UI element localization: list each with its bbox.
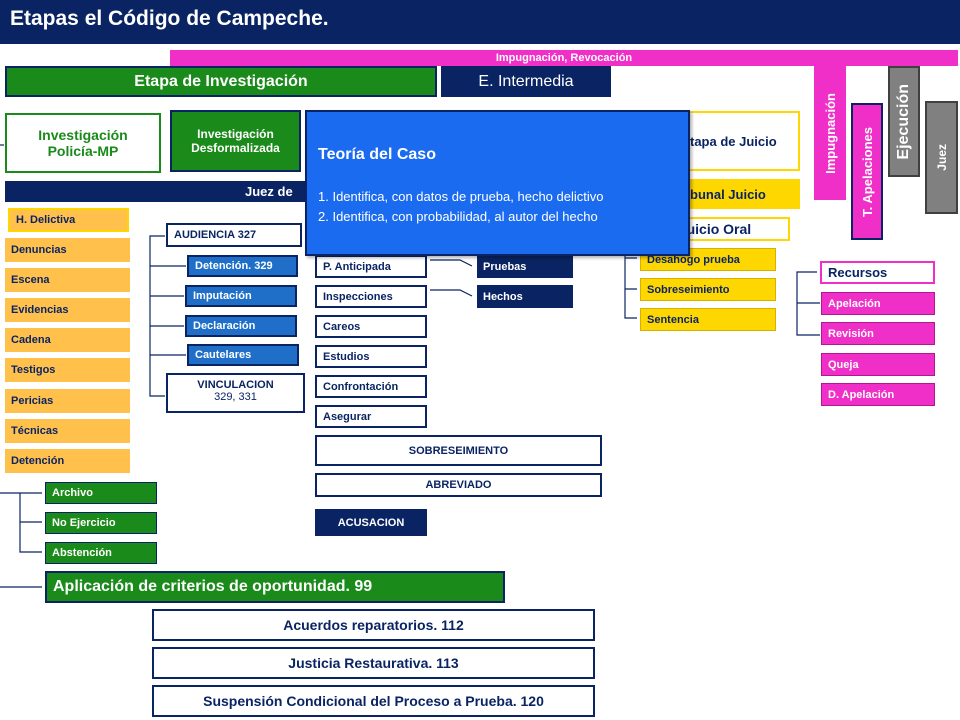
left-item-2[interactable]: Escena — [5, 268, 130, 292]
audiencia-item-cautelares[interactable]: Cautelares — [187, 344, 299, 366]
acuerdos-box[interactable]: Acuerdos reparatorios. 112 — [152, 609, 595, 641]
hechos-arrow — [430, 289, 473, 297]
justicia-box[interactable]: Justicia Restaurativa. 113 — [152, 647, 595, 679]
popup-item-1: 1. Identifica, con datos de prueba, hech… — [318, 189, 603, 204]
intermedia-item-estudios[interactable]: Estudios — [315, 345, 427, 368]
juicio-item-sentencia[interactable]: Sentencia — [640, 308, 776, 331]
juez-bar: Juez de — [5, 181, 325, 202]
stage-investigacion[interactable]: Etapa de Investigación — [5, 66, 437, 97]
investigacion-policia[interactable]: Investigación Policía-MP — [5, 113, 161, 173]
audiencia-item-declaracion[interactable]: Declaración — [185, 315, 297, 337]
archivo-item-archivo[interactable]: Archivo — [45, 482, 157, 504]
vinculacion-title: VINCULACION — [197, 379, 274, 391]
title-bar: Etapas el Código de Campeche. — [0, 0, 960, 44]
ejecucion-vertical-label: Ejecución — [895, 83, 912, 160]
popup-item-2-number: 2. — [318, 209, 329, 224]
stage-intermedia[interactable]: E. Intermedia — [441, 66, 611, 97]
vinculacion-sub: 329, 331 — [214, 391, 257, 403]
popup-item-1-text: Identifica, con datos de prueba, hecho d… — [332, 189, 604, 204]
archivo-item-no-ejercicio[interactable]: No Ejercicio — [45, 512, 157, 534]
archivo-item-abstencion[interactable]: Abstención — [45, 542, 157, 564]
juez-vertical-label: Juez — [934, 144, 949, 171]
recursos-header[interactable]: Recursos — [820, 261, 935, 284]
impugnacion-vertical-label: Impugnación — [822, 92, 838, 174]
popup-item-1-number: 1. — [318, 189, 329, 204]
stage-oral-label: Juicio Oral — [678, 221, 752, 237]
left-item-5[interactable]: Testigos — [5, 358, 130, 382]
popup-title: Teoría del Caso — [318, 146, 436, 163]
suspension-box[interactable]: Suspensión Condicional del Proceso a Pru… — [152, 685, 595, 717]
impugnacion-vertical[interactable]: Impugnación — [814, 66, 846, 200]
stage-tribunal-label: Tribunal Juicio — [674, 186, 766, 202]
sobreseimiento-box[interactable]: SOBRESEIMIENTO — [315, 435, 602, 466]
pruebas-arrow — [430, 259, 473, 267]
popup-item-2-text: Identifica, con probabilidad, al autor d… — [332, 209, 598, 224]
recursos-item-queja[interactable]: Queja — [821, 353, 935, 376]
audiencia-header[interactable]: AUDIENCIA 327 — [166, 223, 302, 247]
pruebas-box[interactable]: Pruebas — [477, 255, 573, 278]
left-item-4[interactable]: Cadena — [5, 328, 130, 352]
audiencia-item-imputacion[interactable]: Imputación — [185, 285, 297, 307]
oportunidad-box[interactable]: Aplicación de criterios de oportunidad. … — [45, 571, 505, 603]
intermedia-item-inspecciones[interactable]: Inspecciones — [315, 285, 427, 308]
vinculacion-box[interactable]: VINCULACION 329, 331 — [166, 373, 305, 413]
recursos-item-d-apelacion[interactable]: D. Apelación — [821, 383, 935, 406]
abreviado-box[interactable]: ABREVIADO — [315, 473, 602, 497]
left-item-0[interactable]: H. Delictiva — [8, 208, 129, 232]
left-item-8[interactable]: Detención — [5, 449, 130, 473]
acusacion-box[interactable]: ACUSACION — [315, 509, 427, 536]
page-title: Etapas el Código de Campeche. — [10, 7, 329, 30]
audiencia-bracket — [149, 235, 165, 397]
juez-bar-label: Juez de — [245, 184, 293, 199]
left-item-7[interactable]: Técnicas — [5, 419, 130, 443]
ejecucion-vertical[interactable]: Ejecución — [888, 66, 920, 177]
intermedia-item-anticipada[interactable]: P. Anticipada — [315, 255, 427, 278]
teoria-caso-popup[interactable]: Teoría del Caso 1. Identifica, con datos… — [305, 110, 690, 256]
impugnacion-banner: Impugnación, Revocación — [170, 50, 958, 66]
left-item-6[interactable]: Pericias — [5, 389, 130, 413]
stage-oral[interactable]: Juicio Oral — [640, 217, 790, 241]
audiencia-item-detencion[interactable]: Detención. 329 — [187, 255, 298, 277]
popup-item-2: 2. Identifica, con probabilidad, al auto… — [318, 209, 598, 224]
apelaciones-vertical[interactable]: T. Apelaciones — [851, 103, 883, 240]
juicio-item-sobreseimiento[interactable]: Sobreseimiento — [640, 278, 776, 301]
juez-vertical[interactable]: Juez — [925, 101, 958, 214]
intermedia-item-asegurar[interactable]: Asegurar — [315, 405, 427, 428]
left-item-1[interactable]: Denuncias — [5, 238, 130, 262]
recursos-item-apelacion[interactable]: Apelación — [821, 292, 935, 315]
recursos-item-revision[interactable]: Revisión — [821, 322, 935, 345]
investigacion-desformalizada[interactable]: Investigación Desformalizada — [170, 110, 301, 172]
stage-juicio-label: Etapa de Juicio — [681, 133, 777, 149]
left-item-3[interactable]: Evidencias — [5, 298, 130, 322]
apelaciones-vertical-label: T. Apelaciones — [859, 126, 875, 217]
intermedia-item-confrontacion[interactable]: Confrontación — [315, 375, 427, 398]
intermedia-item-careos[interactable]: Careos — [315, 315, 427, 338]
hechos-box[interactable]: Hechos — [477, 285, 573, 308]
